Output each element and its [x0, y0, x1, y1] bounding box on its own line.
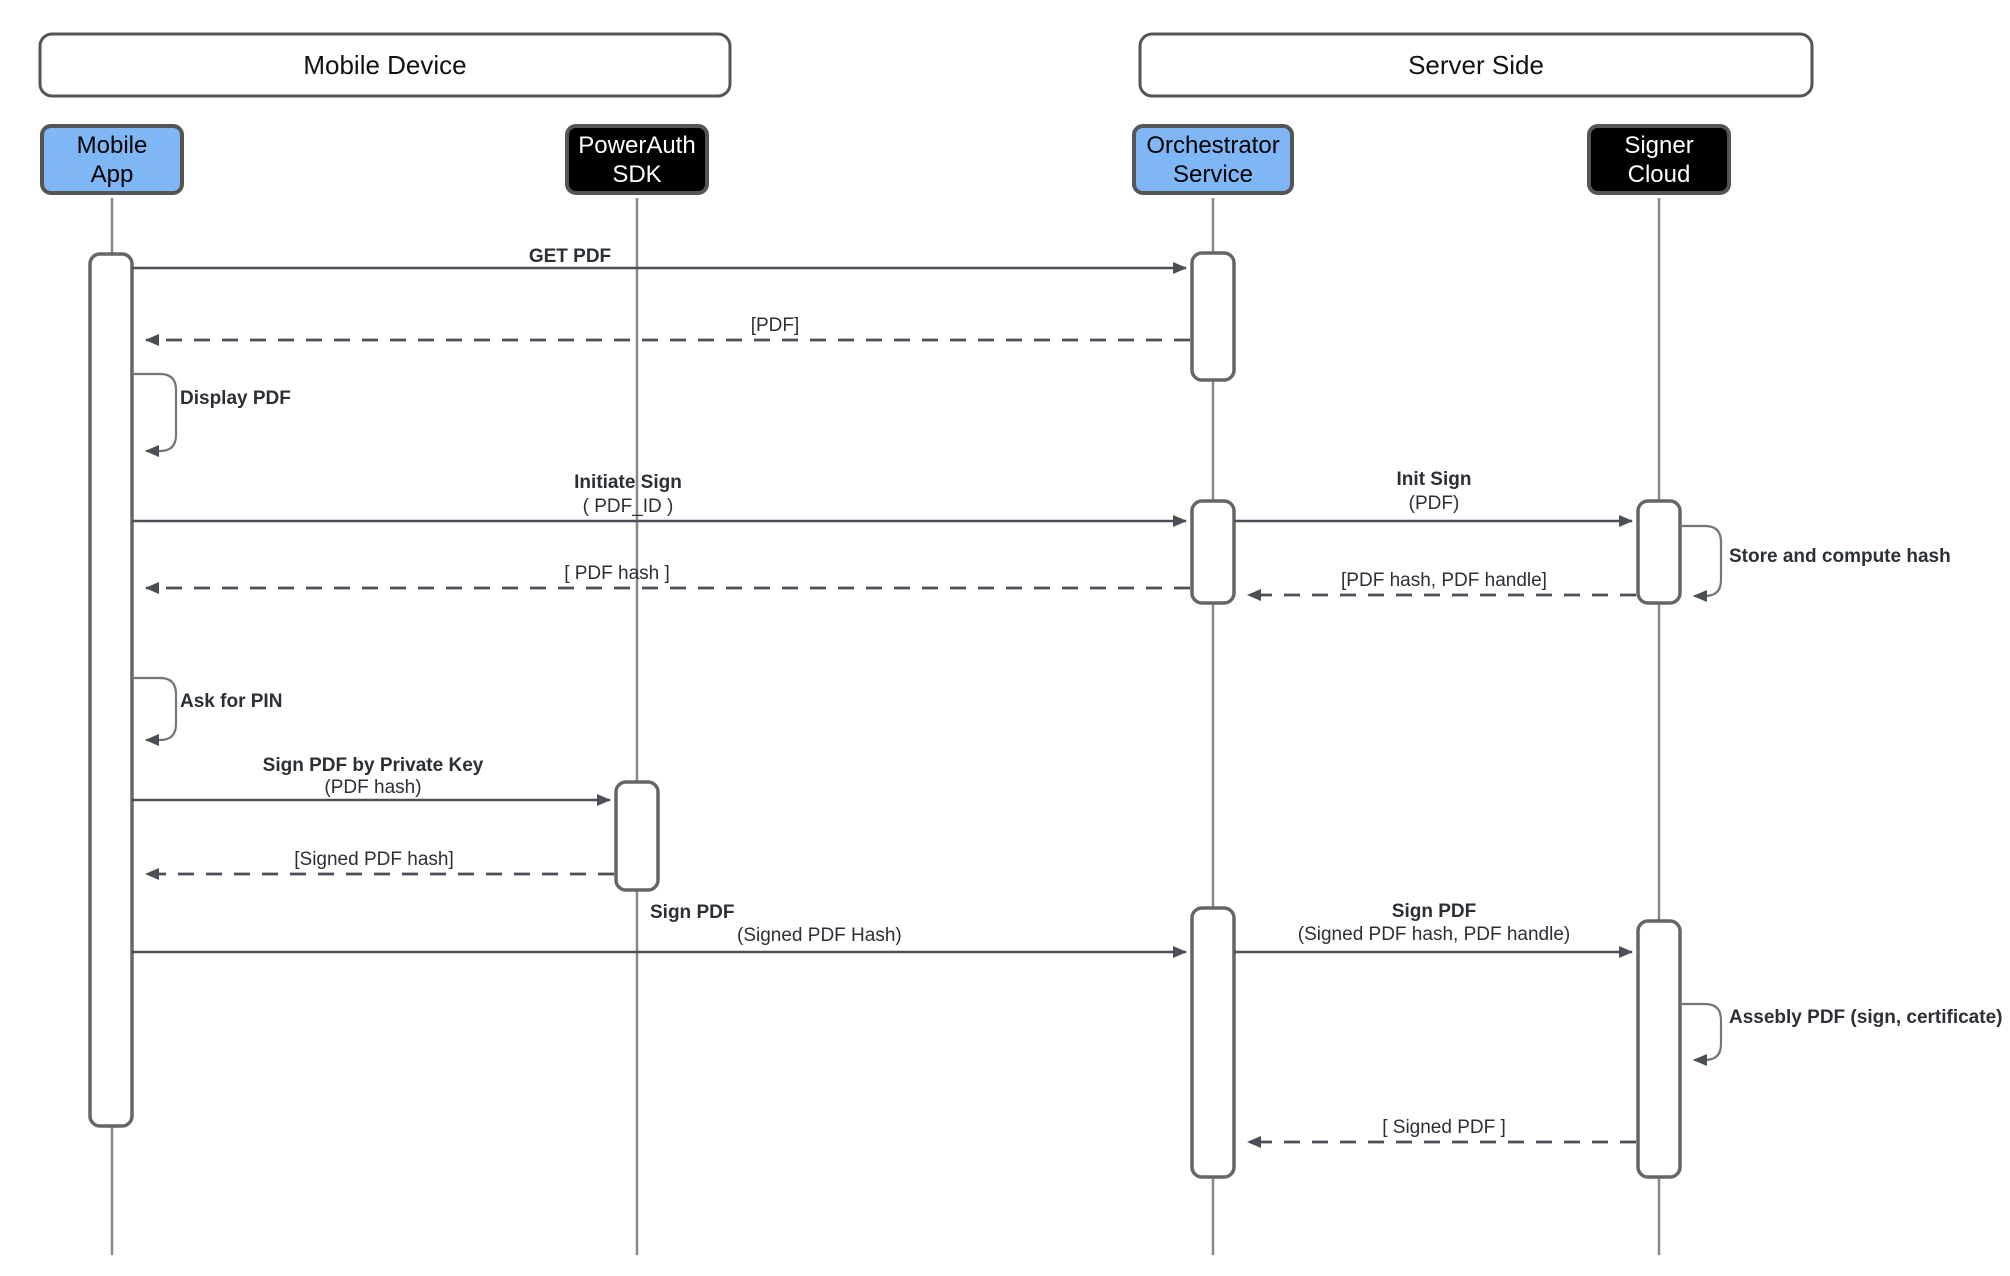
message-label-pdf-hash-handle: [PDF hash, PDF handle] [1341, 570, 1547, 591]
message-sublabel-sign-pdf-private-key: (PDF hash) [324, 777, 421, 798]
message-label-store-compute-hash: Store and compute hash [1729, 546, 1951, 567]
activation-powerauth-sdk [614, 780, 660, 892]
message-initiate-sign: Initiate Sign ( PDF_ID ) [132, 472, 1187, 527]
message-label-get-pdf: GET PDF [529, 246, 611, 267]
group-label-server-side: Server Side [1408, 50, 1544, 80]
message-init-sign: Init Sign (PDF) [1234, 469, 1633, 527]
actor-powerauth-sdk[interactable]: PowerAuth SDK [565, 124, 709, 195]
actor-label-orchestrator-service-line2: Service [1173, 161, 1253, 188]
activation-orchestrator-1 [1190, 251, 1236, 382]
group-label-mobile-device: Mobile Device [303, 50, 466, 80]
actor-label-powerauth-sdk-line1: PowerAuth [578, 132, 695, 159]
actor-signer-cloud[interactable]: Signer Cloud [1587, 124, 1731, 195]
message-signed-pdf-return: [ Signed PDF ] [1247, 1117, 1636, 1148]
message-assembly-pdf: Assebly PDF (sign, certificate) [1680, 1002, 2002, 1066]
message-label-assembly-pdf: Assebly PDF (sign, certificate) [1729, 1007, 2002, 1028]
message-pdf-hash: [ PDF hash ] [145, 563, 1190, 594]
message-pdf-hash-handle: [PDF hash, PDF handle] [1247, 570, 1636, 601]
message-store-compute-hash: Store and compute hash [1680, 524, 1951, 602]
message-label-signed-pdf-hash-return: [Signed PDF hash] [294, 849, 453, 870]
message-label-init-sign: Init Sign [1397, 469, 1472, 490]
actor-label-mobile-app-line1: Mobile [77, 132, 148, 159]
group-frame-server-side [1138, 32, 1814, 98]
actor-label-signer-cloud-line2: Cloud [1628, 161, 1691, 188]
activation-orchestrator-2 [1190, 499, 1236, 605]
group-box-mobile-device: Mobile Device [38, 32, 732, 98]
message-sublabel-sign-pdf-orchestrator: (Signed PDF Hash) [737, 925, 902, 946]
message-arrow-store-compute-hash [1680, 524, 1723, 602]
message-label-sign-pdf-orchestrator: Sign PDF [650, 902, 734, 923]
actor-frame-mobile-app[interactable] [40, 124, 184, 195]
message-label-sign-pdf-signer: Sign PDF [1392, 901, 1476, 922]
activation-orchestrator-3 [1190, 906, 1236, 1179]
actor-label-orchestrator-service-line1: Orchestrator [1146, 132, 1279, 159]
actor-label-powerauth-sdk-line2: SDK [612, 161, 661, 188]
message-sign-pdf-private-key: Sign PDF by Private Key (PDF hash) [132, 755, 611, 806]
message-sublabel-init-sign: (PDF) [1409, 493, 1460, 514]
message-label-pdf-hash: [ PDF hash ] [564, 563, 670, 584]
message-ask-for-pin: Ask for PIN [132, 676, 282, 746]
message-arrow-assembly-pdf [1680, 1002, 1723, 1066]
actor-orchestrator-service[interactable]: Orchestrator Service [1132, 124, 1294, 195]
message-arrow-ask-for-pin [132, 676, 178, 746]
group-frame-mobile-device [38, 32, 732, 98]
activation-signer-cloud-2 [1636, 919, 1682, 1179]
message-label-display-pdf: Display PDF [180, 388, 291, 409]
message-label-initiate-sign: Initiate Sign [574, 472, 682, 493]
message-sublabel-initiate-sign: ( PDF_ID ) [583, 496, 674, 517]
message-sign-pdf-signer: Sign PDF (Signed PDF hash, PDF handle) [1234, 901, 1633, 958]
message-display-pdf: Display PDF [132, 372, 291, 457]
activation-signer-cloud-1 [1636, 499, 1682, 605]
group-box-server-side: Server Side [1138, 32, 1814, 98]
message-pdf-return: [PDF] [145, 315, 1190, 346]
activation-mobile-app [88, 252, 134, 1128]
actor-frame-orchestrator-service[interactable] [1132, 124, 1294, 195]
actor-label-signer-cloud-line1: Signer [1624, 132, 1693, 159]
message-arrow-display-pdf [132, 372, 178, 457]
message-get-pdf: GET PDF [132, 246, 1187, 274]
message-label-ask-for-pin: Ask for PIN [180, 691, 282, 712]
actor-frame-signer-cloud[interactable] [1587, 124, 1731, 195]
actor-label-mobile-app-line2: App [91, 161, 134, 188]
actor-mobile-app[interactable]: Mobile App [40, 124, 184, 195]
message-label-sign-pdf-private-key: Sign PDF by Private Key [263, 755, 484, 776]
message-label-pdf-return: [PDF] [751, 315, 800, 336]
message-sign-pdf-orchestrator: Sign PDF (Signed PDF Hash) [132, 902, 1187, 958]
message-label-signed-pdf-return: [ Signed PDF ] [1382, 1117, 1506, 1138]
message-sublabel-sign-pdf-signer: (Signed PDF hash, PDF handle) [1298, 924, 1570, 945]
message-signed-pdf-hash-return: [Signed PDF hash] [145, 849, 614, 880]
actor-frame-powerauth-sdk[interactable] [565, 124, 709, 195]
